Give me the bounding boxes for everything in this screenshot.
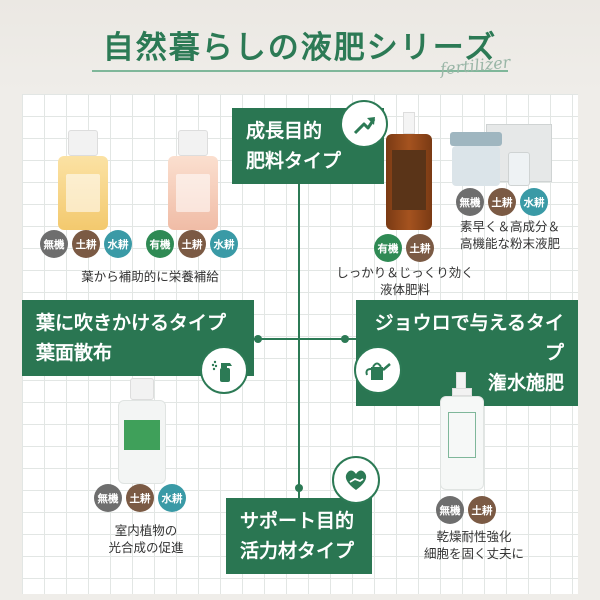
title-underline — [92, 70, 508, 72]
axis-dot-right — [341, 335, 349, 343]
badges-drought: 無機 土耕 — [436, 496, 496, 524]
badges-top-left-b: 有機 土耕 水耕 — [146, 230, 238, 258]
product-foliar-inorganic — [58, 130, 108, 230]
page-title: 自然暮らしの液肥シリーズ — [102, 30, 498, 66]
axis-dot-left — [254, 335, 262, 343]
caption-powder: 素早く＆高成分＆ 高機能な粉末液肥 — [440, 218, 580, 252]
heart-hand-icon — [332, 456, 380, 504]
product-powder-fertilizer — [446, 124, 554, 188]
product-liquid-fertilizer — [386, 112, 432, 230]
product-drought-resistance — [438, 372, 486, 490]
badge-inorganic: 無機 — [436, 496, 464, 524]
growth-arrow-icon — [340, 100, 388, 148]
badges-photosynthesis: 無機 土耕 水耕 — [94, 484, 186, 512]
badge-inorganic: 無機 — [94, 484, 122, 512]
badges-liquid: 有機 土耕 — [374, 234, 434, 262]
caption-drought-line1: 乾燥耐性強化 — [436, 529, 512, 544]
caption-drought-line2: 細胞を固く丈夫に — [423, 546, 524, 561]
badge-hydro: 水耕 — [520, 188, 548, 216]
caption-drought: 乾燥耐性強化 細胞を固く丈夫に — [404, 528, 544, 562]
badge-soil: 土耕 — [72, 230, 100, 258]
badge-hydro: 水耕 — [158, 484, 186, 512]
caption-photosynthesis-line1: 室内植物の — [114, 523, 178, 538]
badge-inorganic: 無機 — [456, 188, 484, 216]
caption-liquid: しっかり＆じっくり効く 液体肥料 — [320, 264, 490, 298]
horizontal-axis — [120, 338, 480, 340]
spray-bottle-icon — [200, 346, 248, 394]
label-support: サポート目的 活力材タイプ — [226, 498, 372, 574]
badges-powder: 無機 土耕 水耕 — [456, 188, 548, 216]
caption-liquid-line1: しっかり＆じっくり効く — [336, 265, 474, 280]
label-foliar-line2: 葉面散布 — [36, 342, 113, 364]
badge-organic: 有機 — [146, 230, 174, 258]
header-background — [0, 0, 600, 92]
label-growth-line1: 成長目的 — [246, 120, 323, 142]
caption-powder-line1: 素早く＆高成分＆ — [459, 219, 560, 234]
caption-powder-line2: 高機能な粉末液肥 — [459, 236, 560, 251]
label-irrigation-line1: ジョウロで与えるタイプ — [374, 312, 564, 364]
badge-soil: 土耕 — [178, 230, 206, 258]
watering-can-icon — [354, 346, 402, 394]
label-irrigation-line2: 潅水施肥 — [487, 372, 564, 394]
vertical-axis — [298, 140, 300, 510]
badge-soil: 土耕 — [406, 234, 434, 262]
badge-soil: 土耕 — [126, 484, 154, 512]
caption-liquid-line2: 液体肥料 — [379, 282, 430, 297]
badge-soil: 土耕 — [488, 188, 516, 216]
badge-inorganic: 無機 — [40, 230, 68, 258]
product-photosynthesis — [118, 378, 166, 484]
badges-top-left-a: 無機 土耕 水耕 — [40, 230, 132, 258]
caption-photosynthesis: 室内植物の 光合成の促進 — [76, 522, 216, 556]
label-support-line1: サポート目的 — [240, 510, 355, 532]
caption-top-left: 葉から補助的に栄養補給 — [81, 269, 219, 284]
label-foliar-spray: 葉に吹きかけるタイプ 葉面散布 — [22, 300, 254, 376]
label-growth-line2: 肥料タイプ — [246, 150, 342, 172]
label-foliar-line1: 葉に吹きかけるタイプ — [36, 312, 227, 334]
caption-photosynthesis-line2: 光合成の促進 — [108, 540, 184, 555]
product-foliar-organic — [168, 130, 218, 230]
badge-hydro: 水耕 — [210, 230, 238, 258]
badge-soil: 土耕 — [468, 496, 496, 524]
axis-dot-bottom — [295, 484, 303, 492]
badge-organic: 有機 — [374, 234, 402, 262]
badge-hydro: 水耕 — [104, 230, 132, 258]
label-support-line2: 活力材タイプ — [240, 540, 355, 562]
